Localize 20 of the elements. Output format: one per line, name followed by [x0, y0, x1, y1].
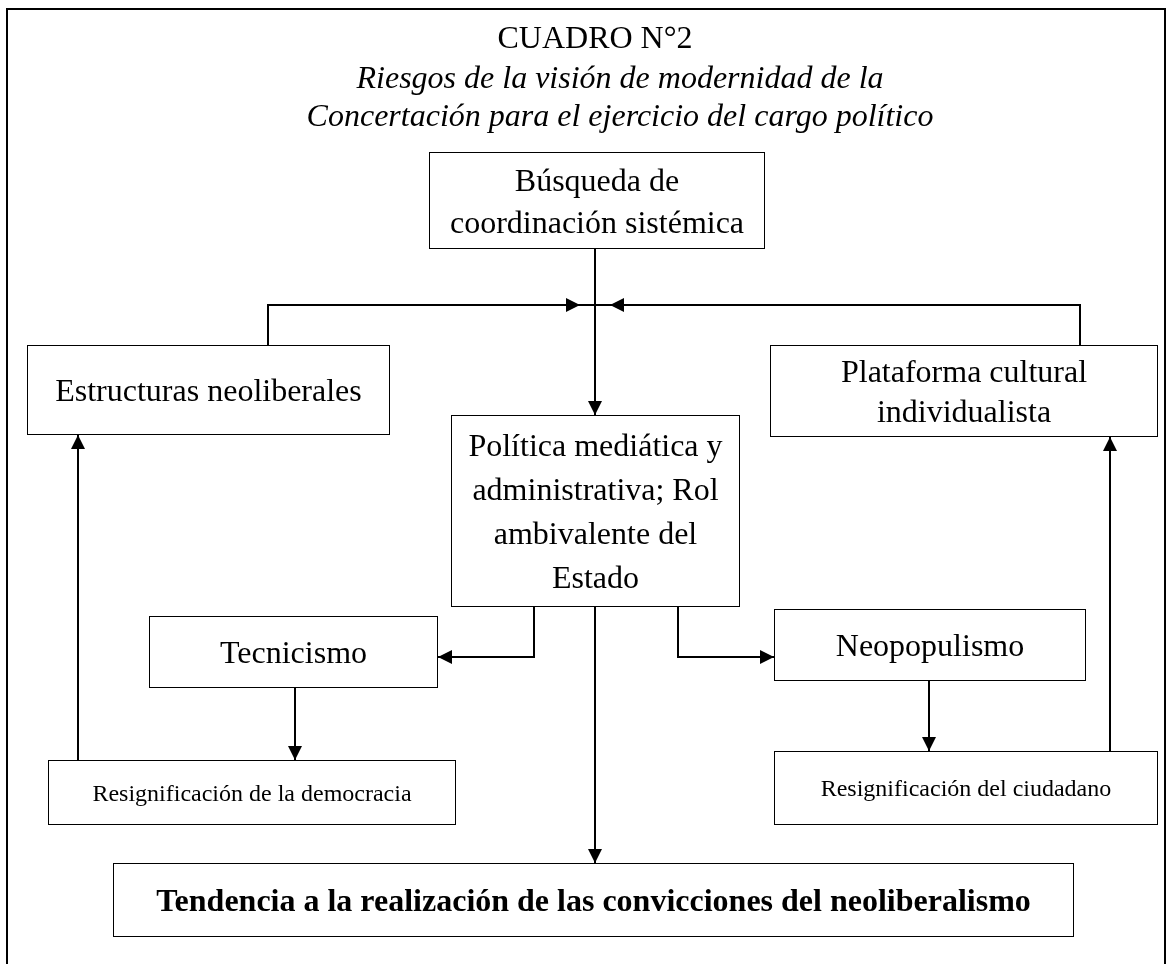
diagram-subtitle: Riesgos de la visión de modernidad de la Concertación para el ejercicio del cargo político — [305, 58, 935, 134]
diagram-title: CUADRO N°2 — [496, 18, 694, 56]
box-text: Estructuras neoliberales — [55, 371, 362, 410]
box-text: Tendencia a la realización de las convicciones del neoliberalismo — [156, 881, 1031, 919]
process-box — [429, 152, 765, 249]
box-text: Búsqueda de coordinación sistémica — [448, 160, 746, 242]
process-box — [774, 751, 1158, 825]
box-text: Neopopulismo — [835, 626, 1025, 665]
process-box — [774, 609, 1086, 681]
box-text: Política mediática y administrativa; Rol ambivalente del Estado — [467, 426, 724, 597]
process-box — [48, 760, 456, 825]
box-text: Tecnicismo — [219, 633, 367, 672]
process-box — [451, 415, 740, 607]
box-text: Resignificación de la democracia — [92, 778, 412, 808]
process-box — [27, 345, 390, 435]
box-text: Resignificación del ciudadano — [820, 774, 1112, 803]
process-box — [770, 345, 1158, 437]
process-box — [113, 863, 1074, 937]
process-box — [149, 616, 438, 688]
box-text: Plataforma cultural individualista — [839, 352, 1089, 431]
